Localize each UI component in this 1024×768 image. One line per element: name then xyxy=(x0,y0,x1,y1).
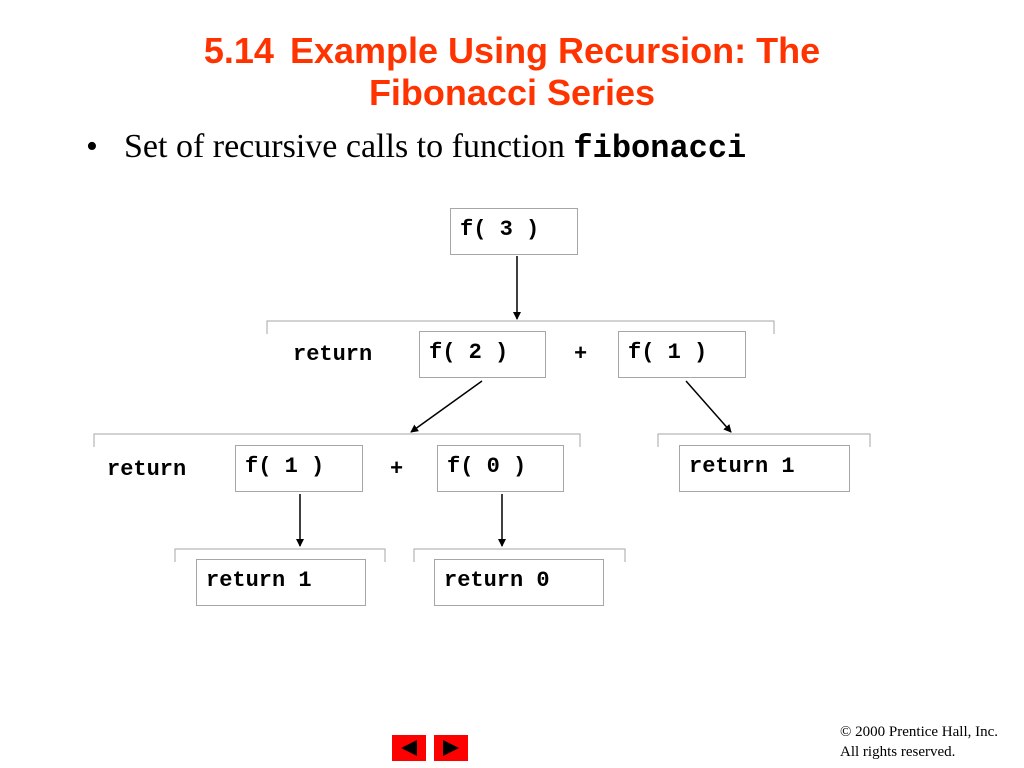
bracket-return-f1-f0 xyxy=(93,433,581,447)
call-box-f3: f( 3 ) xyxy=(450,208,578,255)
title-line-2: Fibonacci Series xyxy=(368,72,656,113)
bullet-text: Set of recursive calls to function xyxy=(124,128,574,165)
bracket-return-f2-f1 xyxy=(266,320,775,334)
arrow-f1-down xyxy=(685,380,732,433)
call-box-f1: f( 1 ) xyxy=(235,445,363,492)
bracket-return-1-right xyxy=(657,433,871,447)
return-label: return xyxy=(107,457,187,482)
previous-slide-button[interactable] xyxy=(390,735,426,761)
section-number: 5.14 xyxy=(203,30,274,71)
result-box-return-1: return 1 xyxy=(679,445,850,492)
bullet-marker: • xyxy=(86,128,98,165)
function-name: fibonacci xyxy=(573,130,747,167)
left-arrow-icon xyxy=(401,740,417,756)
bracket-return-1-left xyxy=(174,548,386,562)
call-box-f1: f( 1 ) xyxy=(618,331,746,378)
result-box-return-1: return 1 xyxy=(196,559,366,606)
copyright-notice: © 2000 Prentice Hall, Inc. All rights re… xyxy=(840,722,998,762)
call-box-f2: f( 2 ) xyxy=(419,331,546,378)
plus-operator: + xyxy=(574,342,588,367)
title-line-1: Example Using Recursion: The xyxy=(289,30,821,71)
call-box-f0: f( 0 ) xyxy=(437,445,564,492)
right-arrow-icon xyxy=(443,740,459,756)
slide-title: 5.14 Example Using Recursion: The Fibonac… xyxy=(0,30,1024,114)
return-label: return xyxy=(293,342,373,367)
bullet-point: • Set of recursive calls to function fibo… xyxy=(86,128,746,167)
copyright-line-2: All rights reserved. xyxy=(840,744,956,760)
copyright-line-1: 2000 Prentice Hall, Inc. xyxy=(851,724,999,740)
copyright-symbol: © xyxy=(840,724,852,740)
arrow-f2-down xyxy=(410,380,483,433)
result-box-return-0: return 0 xyxy=(434,559,604,606)
plus-operator: + xyxy=(390,457,404,482)
bracket-return-0 xyxy=(413,548,626,562)
next-slide-button[interactable] xyxy=(432,735,468,761)
